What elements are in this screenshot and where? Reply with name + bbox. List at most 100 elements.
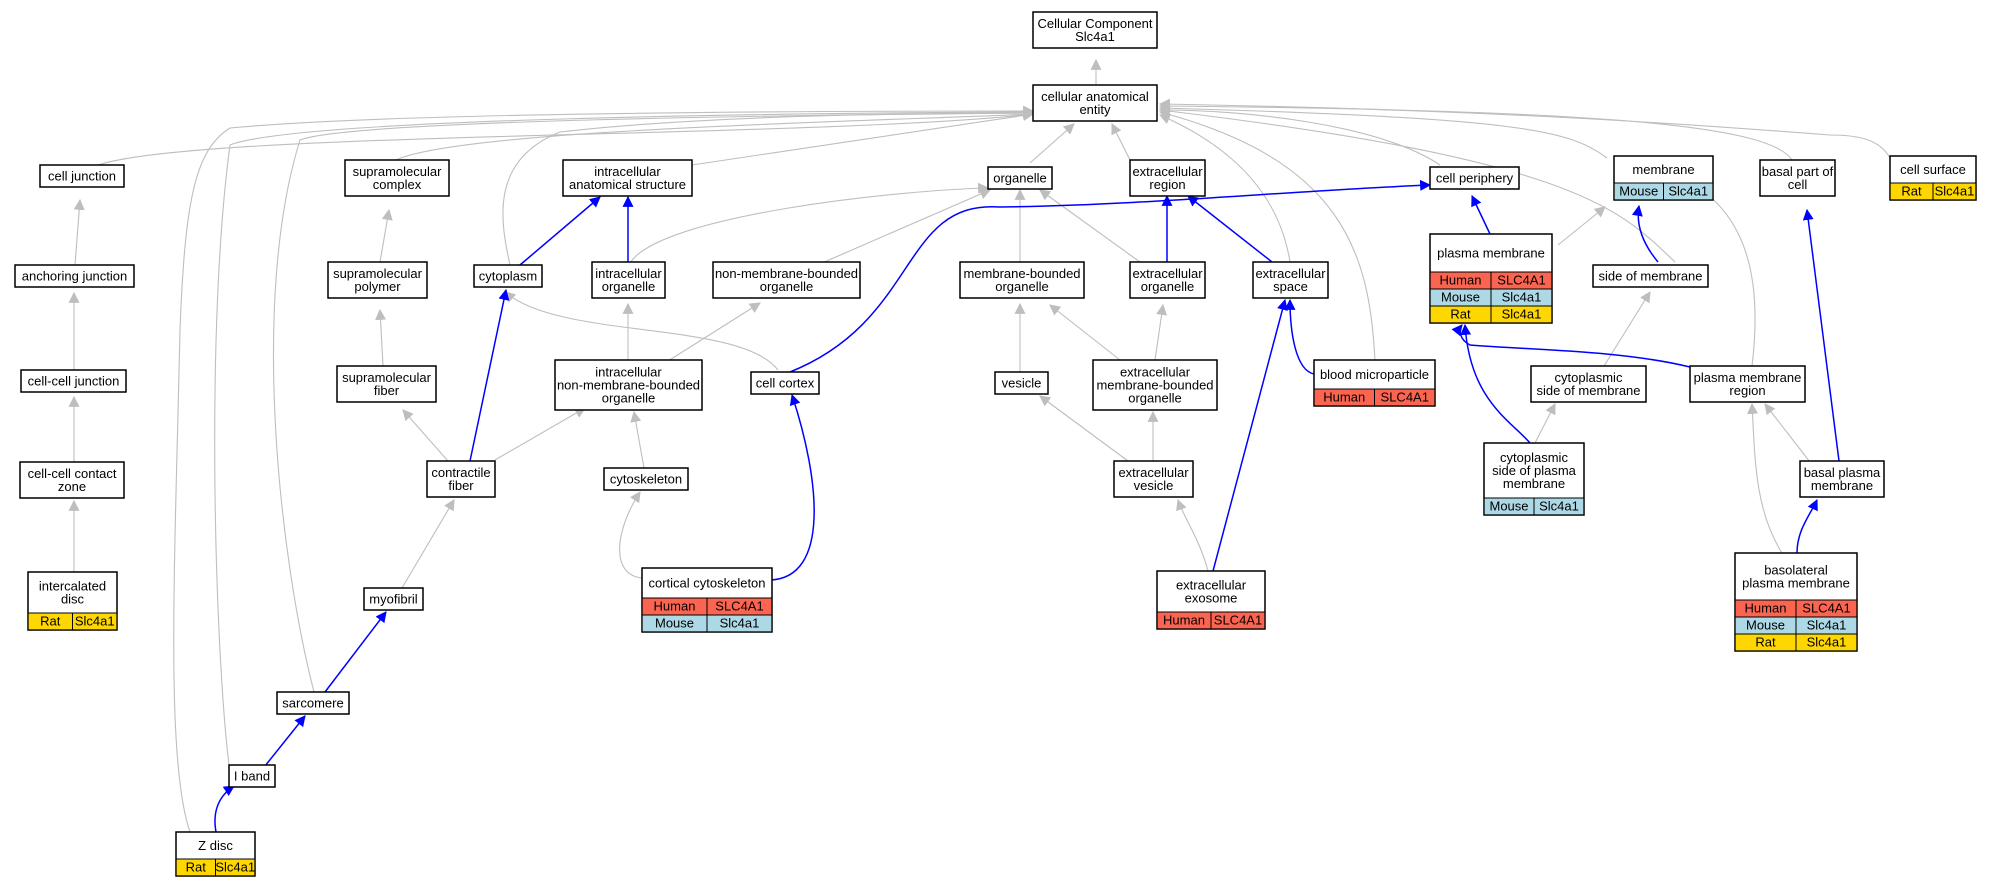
node-outline <box>19 461 125 499</box>
node-label-line: cytoplasmic <box>1500 450 1568 465</box>
node-box <box>426 460 496 498</box>
edge-cytoskeleton-to-intracellular-nmbo <box>630 410 645 469</box>
edge-basolateral-pm-part-of-basal-pm <box>1796 499 1818 554</box>
node-outline <box>1799 460 1885 498</box>
node-label-line: plasma membrane <box>1742 576 1850 591</box>
node-label-line: region <box>1149 177 1185 192</box>
node-label-line: intracellular <box>595 266 662 281</box>
node-box <box>1092 359 1218 411</box>
node-side-of-membrane[interactable]: side of membrane <box>1592 264 1709 288</box>
gene-label: Slc4a1 <box>1502 290 1542 305</box>
node-outline <box>1889 155 1977 201</box>
node-label-line: organelle <box>995 279 1049 294</box>
species-label: Rat <box>1755 635 1776 650</box>
node-label-line: organelle <box>1128 391 1182 406</box>
node-label-line: fiber <box>448 478 474 493</box>
node-label-line: blood microparticle <box>1320 367 1429 382</box>
node-intracellular-nmbo[interactable]: intracellularnon-membrane-boundedorganel… <box>554 359 703 411</box>
edge-sarcomere-to-cae <box>272 107 1035 693</box>
node-label-line: cortical cytoskeleton <box>648 576 765 591</box>
edge-cytoplasmic-side-pm-part-of-plasma-membrane <box>1460 323 1531 444</box>
node-outline <box>712 261 861 299</box>
node-box <box>336 365 437 403</box>
node-cell-cortex[interactable]: cell cortex <box>750 371 820 395</box>
gene-label: Slc4a1 <box>1668 184 1708 199</box>
node-box <box>1129 159 1206 197</box>
node-outline <box>1313 359 1436 407</box>
node-myofibril[interactable]: myofibril <box>363 587 424 611</box>
node-label-line: cell junction <box>48 169 116 184</box>
node-cell-cell-junction[interactable]: cell-cell junction <box>20 369 127 393</box>
node-cytoplasm[interactable]: cytoplasm <box>473 264 543 288</box>
node-label-line: organelle <box>1141 279 1195 294</box>
node-cytoskeleton[interactable]: cytoskeleton <box>603 467 689 491</box>
node-outline <box>1252 261 1329 299</box>
node-label-line: vesicle <box>1134 478 1174 493</box>
node-outline <box>641 567 773 633</box>
node-label-line: organelle <box>602 279 656 294</box>
edge-nmbo-to-organelle <box>821 188 992 264</box>
edge-contractile-fiber-to-supramolecular-fiber <box>402 409 449 462</box>
edge-contractile-fiber-part-of-cytoplasm <box>469 288 510 462</box>
edge-blood-microparticle-to-cae <box>1158 109 1376 363</box>
node-outline <box>175 831 256 877</box>
node-label-line: side of membrane <box>1536 383 1640 398</box>
node-label-line: space <box>1273 279 1308 294</box>
node-anchoring-junction[interactable]: anchoring junction <box>14 264 135 288</box>
edge-cytoplasm-part-of-ias <box>519 196 601 266</box>
species-label: Human <box>1323 390 1365 405</box>
node-label-line: cell surface <box>1900 162 1966 177</box>
node-sarcomere[interactable]: sarcomere <box>276 691 350 715</box>
edge-intracellular-nmbo-to-nmbo <box>667 302 761 362</box>
node-label-line: basal part of <box>1762 164 1834 179</box>
node-label-line: cell periphery <box>1436 171 1514 186</box>
node-cell-periphery[interactable]: cell periphery <box>1429 166 1520 190</box>
edge-side-of-membrane-to-cae <box>1158 105 1676 263</box>
edge-cell-cortex-to-cytoplasm <box>504 291 779 371</box>
node-outline <box>228 764 276 788</box>
edge-fiber-to-polymer <box>375 308 387 367</box>
edge-i-band-to-cae <box>214 106 1035 766</box>
node-vesicle[interactable]: vesicle <box>994 371 1049 395</box>
node-label-line: side of plasma <box>1492 463 1577 478</box>
node-outline <box>1483 442 1585 516</box>
node-cell-junction[interactable]: cell junction <box>39 164 125 188</box>
species-label: Rat <box>40 614 61 629</box>
node-i-band[interactable]: I band <box>228 764 276 788</box>
node-organelle[interactable]: organelle <box>987 166 1053 190</box>
node-outline <box>1734 552 1858 652</box>
node-label-line: anchoring junction <box>22 269 128 284</box>
node-label-line: basal plasma <box>1804 465 1881 480</box>
